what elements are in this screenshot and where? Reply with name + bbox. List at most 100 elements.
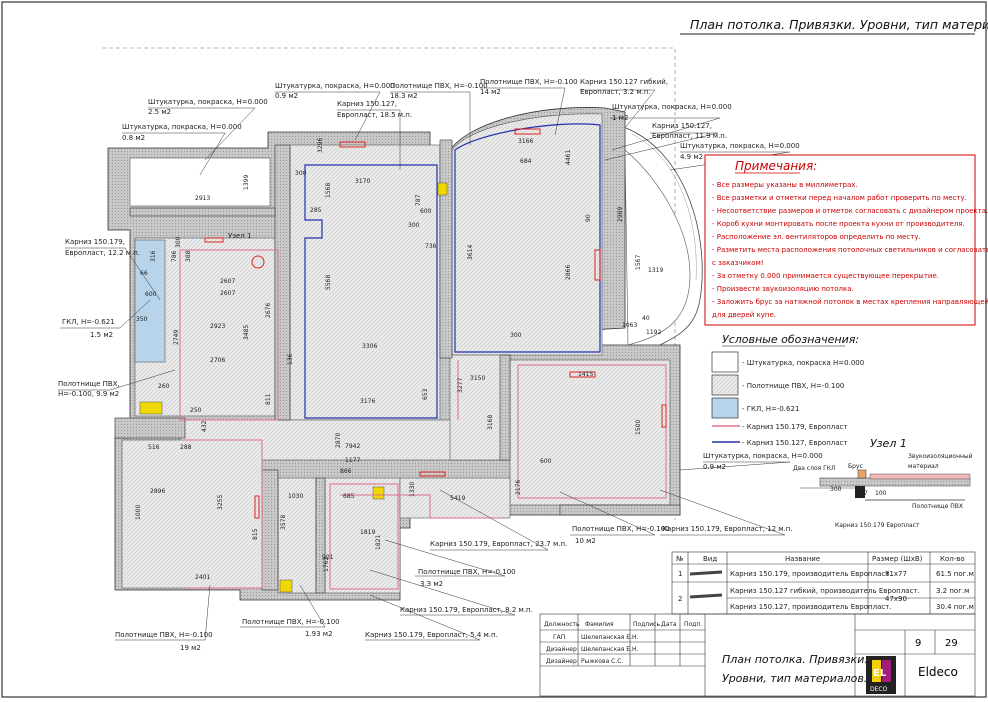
label-l4: 18.3 м2 [390,92,418,100]
dimension-value: 300 [175,236,182,248]
note-item: - Все разметки и отметки перед началом р… [712,194,967,202]
logo-letters: EL [873,668,887,679]
stamp-text: Должность Фамилия Подпись Дата Подп. ГАП… [544,621,958,685]
legend-title: Условные обозначения: [722,333,859,346]
spec-row1-size: 81x77 [885,570,907,578]
node-label-0: Брус [848,463,863,470]
dimension-value: 250 [190,407,202,414]
label-l41: Карниз 150.179, Европласт, 5.4 м.п. [365,631,498,639]
label-l28: Штукатурка, покраска, Н=0.000 [703,452,823,460]
label-l9: Штукатурка, покраска, Н=0.000 [148,98,268,106]
eldeco-logo: EL DECO [866,656,896,694]
note-item: с заказчиком! [712,259,764,267]
dimension-value: 1568 [325,183,332,198]
spec-row2-qty: 3.2 пог.м [936,587,969,595]
dimension-value: 685 [343,493,355,500]
label-l31: 10 м2 [575,537,596,545]
dimension-value: 600 [540,458,552,465]
node-label-1: Звукоизоляционный [908,453,973,460]
dimension-value: 2870 [335,433,342,448]
dimension-value: 2923 [210,323,225,330]
dimension-value: 2706 [210,357,225,364]
label-l22: Европласт, 12.2 м.п. [65,249,140,257]
node-dim-1: 77 [860,490,868,497]
dimension-value: 1567 [635,255,642,270]
label-l5: Полотнище ПВХ, Н=-0.100 [480,78,578,86]
stamp-company: Eldeco [918,665,958,679]
dimension-value: 1319 [648,267,663,274]
label-l17: Штукатурка, покраска, Н=0.000 [680,142,800,150]
dimension-value: 3150 [470,375,485,382]
dimension-value: 3176 [360,398,375,405]
dimension-value: 1063 [622,322,637,329]
stamp-name-2: Рыжкова С.С. [581,658,623,665]
dimension-value: 516 [148,444,160,451]
notes-title: Примечания: [735,159,817,173]
spec-row1-qty: 61.5 пог.м [936,570,974,578]
stamp-h-sig2: Подп. [684,621,702,628]
label-l30: Полотнище ПВХ, Н=-0.100 [572,525,670,533]
dimension-value: 1415 [578,371,593,378]
dimension-value: 432 [201,420,208,432]
dimension-value: 90 [585,214,592,222]
label-l23: ГКЛ, Н=-0.621 [62,318,115,326]
dimension-value: 2749 [173,330,180,345]
spec-header-n: № [676,555,683,563]
stamp-sheet: 9 [915,638,921,649]
dimension-value: 600 [420,208,432,215]
dimension-value: 285 [310,207,322,214]
label-l6: 14 м2 [480,88,501,96]
label-l16: Европласт, 11.9 м.п. [652,132,727,140]
legend-item-2: - ГКЛ, Н=-0.621 [742,405,799,413]
note-item: для дверей купе. [712,311,776,319]
dimension-value: 3170 [355,178,370,185]
dimension-value: 5419 [450,495,465,502]
spec-table [671,551,976,615]
dimension-value: 1000 [135,505,142,520]
note-item: - Короб кухни монтировать после проекта … [712,220,965,228]
dimension-value: 600 [145,291,157,298]
node-dim-0: 300 [830,486,842,493]
dimension-value: 4461 [565,150,572,165]
notes-box: Примечания: - Все размеры указаны в милл… [704,154,988,326]
label-l34: Полотнище ПВХ, Н=-0.100 [418,568,516,576]
spec-header-size: Размер (ШхВ) [872,555,923,563]
label-l29: 0.9 м2 [703,463,726,471]
label-l40: 1.93 м2 [305,630,333,638]
sheet-title: План потолка. Привязки. Уровни, тип мате… [690,17,988,32]
dimension-value: 5568 [325,275,332,290]
label-l12: Европласт, 18.5 м.п. [337,111,412,119]
note-item: - Заложить брус за натяжной потолок в ме… [712,298,988,306]
note-item: - Все размеры указаны в миллиметрах. [712,181,858,189]
label-l37: Полотнище ПВХ, Н=-0.100 [115,631,213,639]
dimension-value: 3614 [467,245,474,260]
dimension-value: 7942 [345,443,360,450]
dimension-value: 3277 [457,378,464,393]
dimension-value: 684 [520,158,532,165]
note-item: - За отметку 0.000 принимается существую… [712,272,939,280]
stamp-title: План потолка. Привязки. [722,653,868,666]
legend: Условные обозначения: - Штукатурка, покр… [711,333,864,447]
stamp-sheets: 29 [945,638,958,649]
dimension-value: 3578 [280,515,287,530]
label-l1: Штукатурка, покраска, Н=0.000 [275,82,395,90]
label-l7: Карниз 150.127 гибкий, [580,78,668,86]
dimension-value: 866 [340,468,352,475]
dimension-value: 2989 [617,207,624,222]
note-item: - Расположение эл. вентиляторов определи… [712,233,921,241]
label-l27: Узел 1 [228,232,251,240]
stamp-h-sign: Подпись [633,621,660,628]
dimension-value: 300 [295,170,307,177]
stamp-h-role: Должность [544,621,580,628]
node-label-2: материал [908,463,939,470]
stamp-role-1: Дизайнер [546,646,577,653]
dimension-value: 300 [408,222,420,229]
spec-header-name: Название [785,555,820,563]
label-l20: 0.8 м2 [122,134,145,142]
dimension-value: 1030 [288,493,303,500]
node-label-5: Карниз 150.179 Европласт [835,522,920,529]
label-l39: Полотнище ПВХ, Н=-0.100 [242,618,340,626]
